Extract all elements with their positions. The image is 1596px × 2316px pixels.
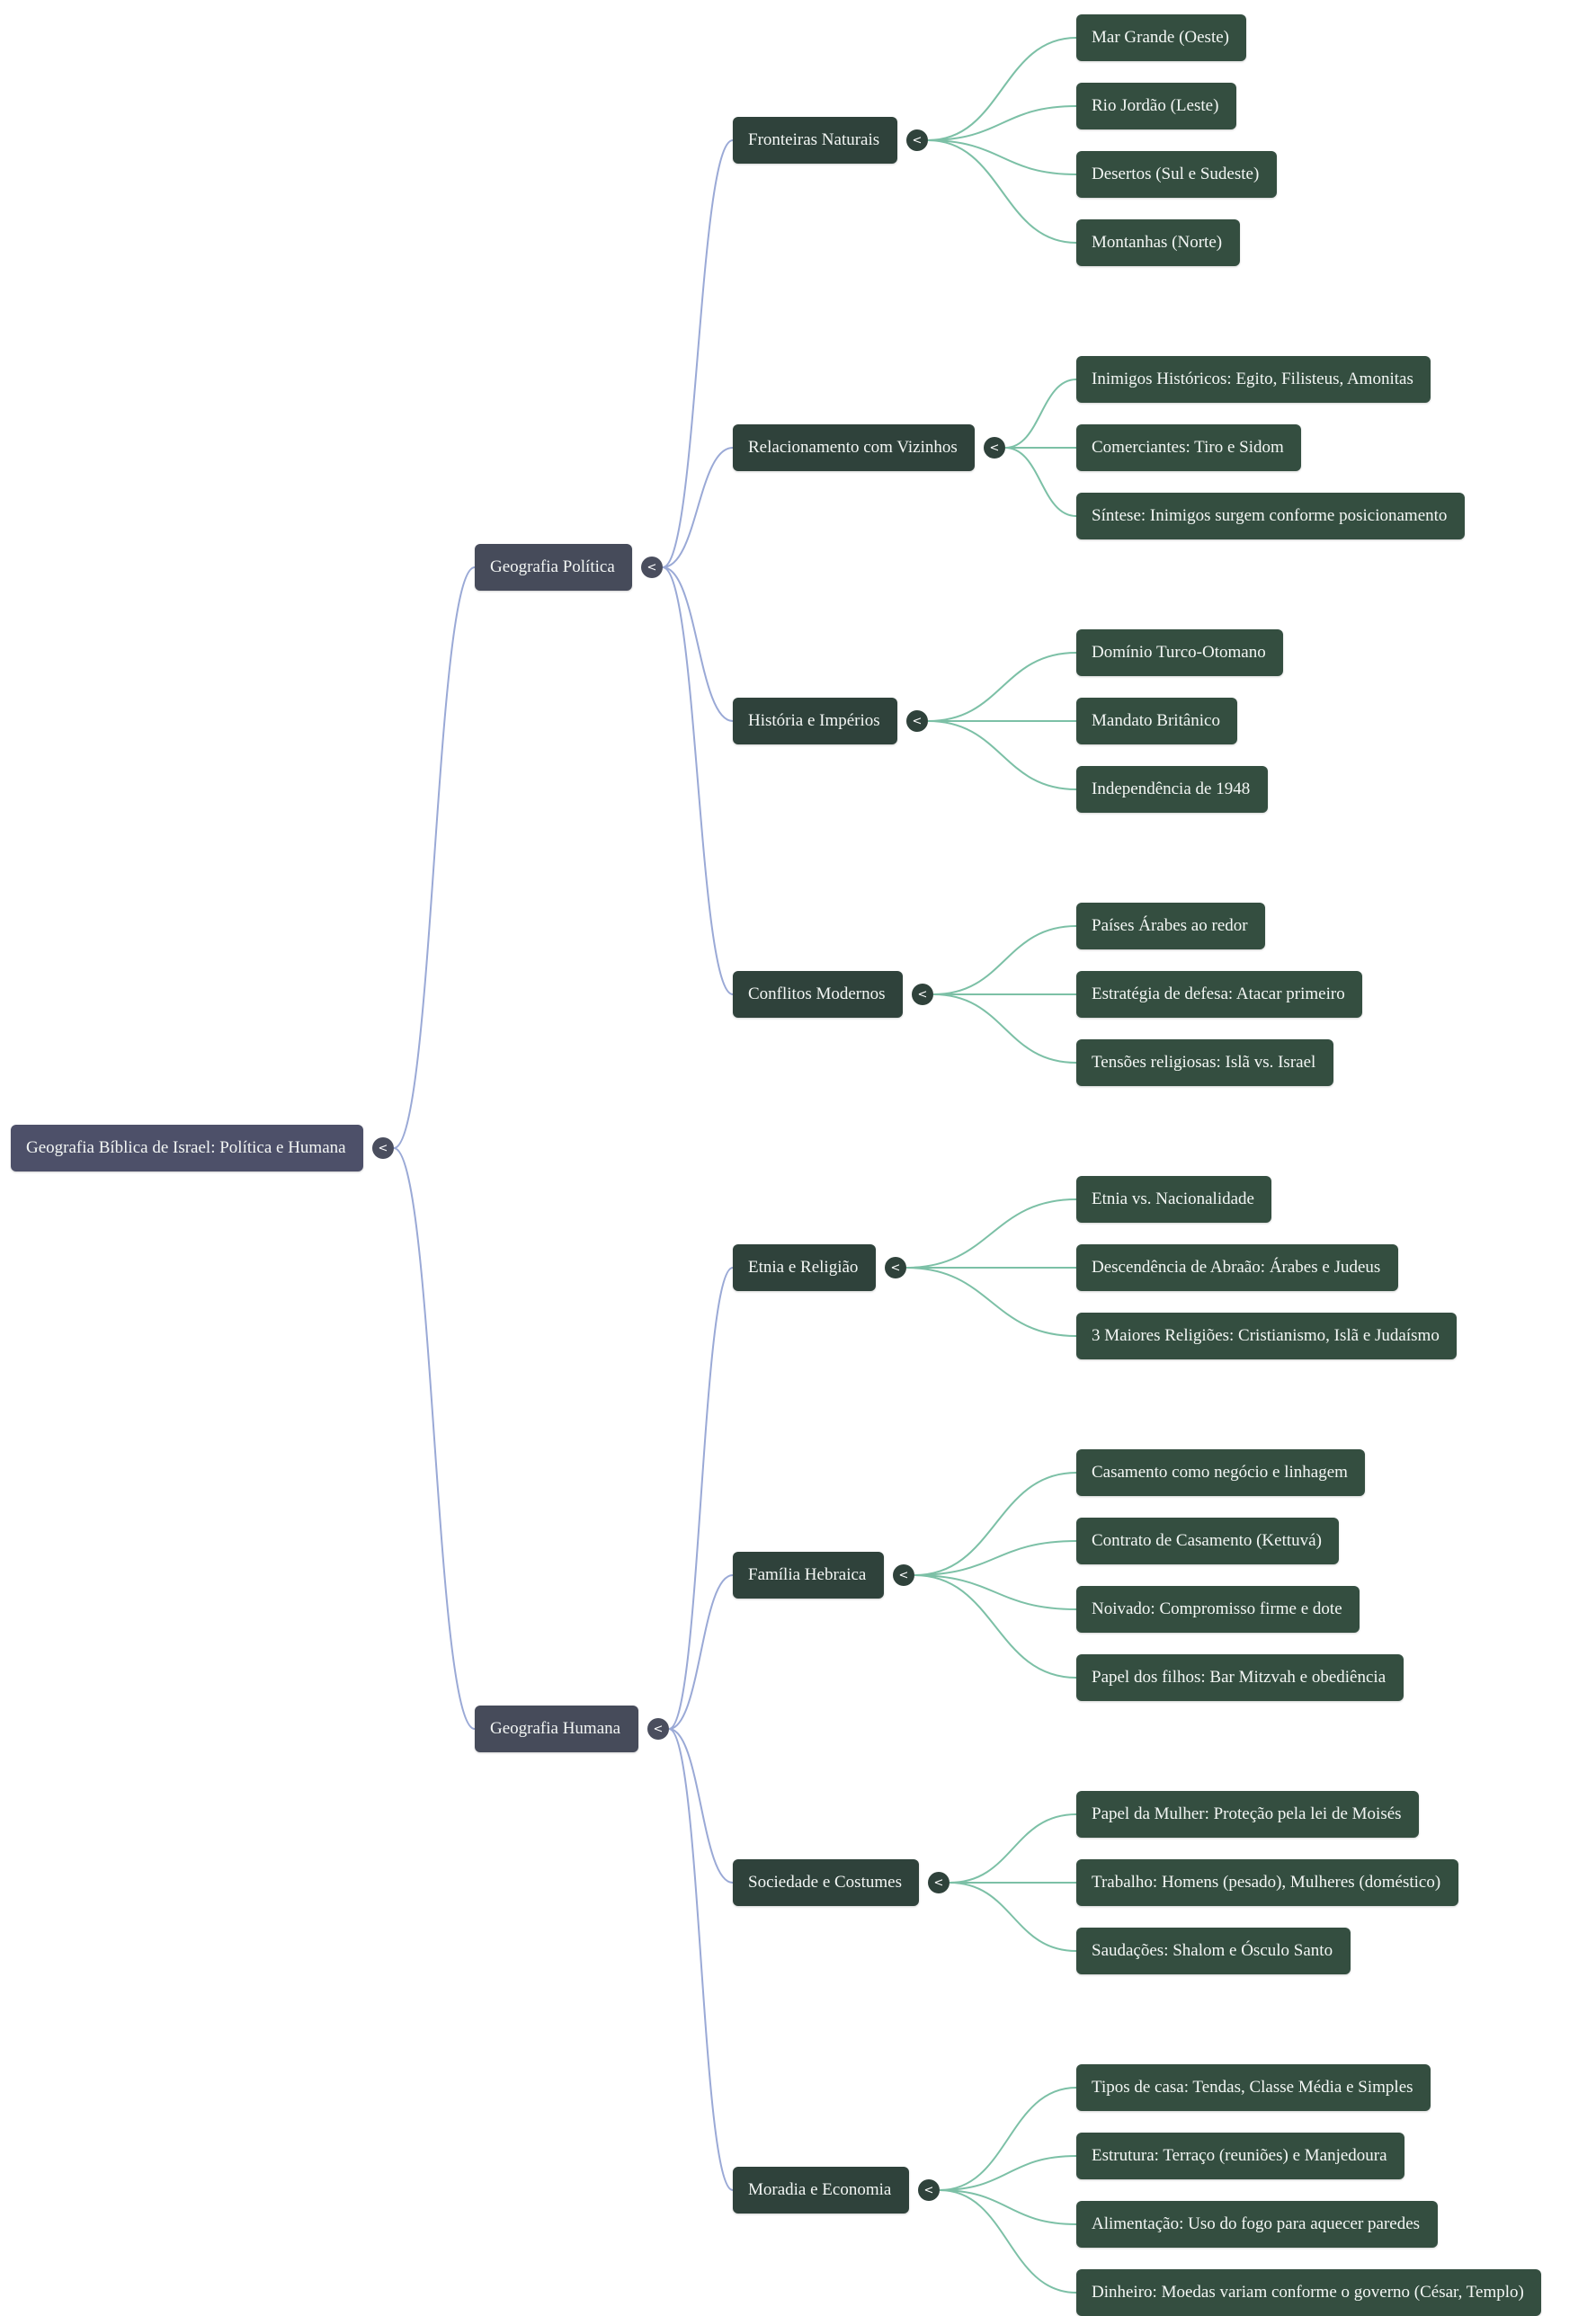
leaf-node[interactable]: Independência de 1948 <box>1076 766 1268 813</box>
topic-sociedade-e-costumes[interactable]: Sociedade e Costumes <box>733 1859 919 1906</box>
connector-line <box>668 1728 734 1884</box>
root-toggle-icon[interactable]: < <box>372 1137 394 1159</box>
connector-line <box>393 566 476 1149</box>
topic-historia-e-imperios[interactable]: História e Impérios <box>733 698 897 744</box>
connector-line <box>932 925 1077 995</box>
leaf-node[interactable]: Países Árabes ao redor <box>1076 903 1265 949</box>
leaf-node[interactable]: Inimigos Históricos: Egito, Filisteus, A… <box>1076 356 1431 403</box>
leaf-node[interactable]: Papel da Mulher: Proteção pela lei de Mo… <box>1076 1791 1419 1838</box>
branch-geografia-politica[interactable]: Geografia Política <box>475 544 632 591</box>
leaf-node[interactable]: Papel dos filhos: Bar Mitzvah e obediênc… <box>1076 1654 1404 1701</box>
connector-line <box>668 1574 734 1730</box>
topic-moradia-e-economia[interactable]: Moradia e Economia <box>733 2167 909 2214</box>
leaf-node[interactable]: Mar Grande (Oeste) <box>1076 14 1246 61</box>
connector-line <box>927 720 1077 790</box>
leaf-node[interactable]: Alimentação: Uso do fogo para aquecer pa… <box>1076 2201 1438 2248</box>
topic-toggle-icon[interactable]: < <box>928 1872 950 1893</box>
topic-toggle-icon[interactable]: < <box>885 1257 906 1278</box>
leaf-node[interactable]: Montanhas (Norte) <box>1076 219 1240 266</box>
leaf-node[interactable]: Tipos de casa: Tendas, Classe Média e Si… <box>1076 2064 1431 2111</box>
leaf-node[interactable]: Etnia vs. Nacionalidade <box>1076 1176 1271 1223</box>
connector-line <box>927 139 1077 175</box>
connector-line <box>662 566 734 722</box>
connector-line <box>1004 379 1077 449</box>
connector-line <box>932 993 1077 1064</box>
leaf-node[interactable]: Rio Jordão (Leste) <box>1076 83 1236 129</box>
leaf-node[interactable]: Dinheiro: Moedas variam conforme o gover… <box>1076 2269 1541 2316</box>
connector-line <box>905 1267 1077 1337</box>
connector-line <box>914 1540 1077 1576</box>
connector-line <box>1004 447 1077 517</box>
connector-line <box>939 2189 1077 2225</box>
connector-line <box>939 2189 1077 2294</box>
leaf-node[interactable]: Desertos (Sul e Sudeste) <box>1076 151 1277 198</box>
connector-line <box>393 1147 476 1730</box>
topic-toggle-icon[interactable]: < <box>918 2179 940 2201</box>
connector-line <box>662 447 734 568</box>
topic-familia-hebraica[interactable]: Família Hebraica <box>733 1552 884 1599</box>
topic-toggle-icon[interactable]: < <box>906 129 928 151</box>
topic-toggle-icon[interactable]: < <box>984 437 1005 459</box>
leaf-node[interactable]: Descendência de Abraão: Árabes e Judeus <box>1076 1244 1398 1291</box>
connector-line <box>662 139 734 568</box>
connector-line <box>914 1574 1077 1610</box>
topic-conflitos-modernos[interactable]: Conflitos Modernos <box>733 971 903 1018</box>
leaf-node[interactable]: Trabalho: Homens (pesado), Mulheres (dom… <box>1076 1859 1458 1906</box>
connector-line <box>914 1472 1077 1576</box>
leaf-node[interactable]: Tensões religiosas: Islã vs. Israel <box>1076 1039 1333 1086</box>
leaf-node[interactable]: Comerciantes: Tiro e Sidom <box>1076 424 1301 471</box>
leaf-node[interactable]: Casamento como negócio e linhagem <box>1076 1449 1365 1496</box>
connector-line <box>914 1574 1077 1679</box>
connector-line <box>668 1267 734 1730</box>
leaf-node[interactable]: 3 Maiores Religiões: Cristianismo, Islã … <box>1076 1313 1457 1359</box>
branch-toggle-icon[interactable]: < <box>647 1718 669 1740</box>
connector-line <box>668 1728 734 2191</box>
topic-fronteiras-naturais[interactable]: Fronteiras Naturais <box>733 117 897 164</box>
connector-line <box>927 139 1077 244</box>
connector-line <box>662 566 734 995</box>
leaf-node[interactable]: Mandato Britânico <box>1076 698 1237 744</box>
branch-toggle-icon[interactable]: < <box>641 557 663 578</box>
connector-line <box>927 37 1077 141</box>
connector-line <box>949 1882 1077 1952</box>
topic-toggle-icon[interactable]: < <box>906 710 928 732</box>
connector-line <box>939 2087 1077 2191</box>
connector-line <box>927 105 1077 141</box>
root-topic[interactable]: Geografia Bíblica de Israel: Política e … <box>11 1125 363 1171</box>
topic-relacionamento-com-vizinhos[interactable]: Relacionamento com Vizinhos <box>733 424 975 471</box>
connector-line <box>939 2155 1077 2191</box>
topic-toggle-icon[interactable]: < <box>912 984 933 1005</box>
leaf-node[interactable]: Noivado: Compromisso firme e dote <box>1076 1586 1360 1633</box>
leaf-node[interactable]: Domínio Turco-Otomano <box>1076 629 1283 676</box>
topic-toggle-icon[interactable]: < <box>893 1564 914 1586</box>
leaf-node[interactable]: Estrutura: Terraço (reuniões) e Manjedou… <box>1076 2133 1404 2179</box>
leaf-node[interactable]: Saudações: Shalom e Ósculo Santo <box>1076 1928 1351 1974</box>
leaf-node[interactable]: Síntese: Inimigos surgem conforme posici… <box>1076 493 1465 539</box>
leaf-node[interactable]: Contrato de Casamento (Kettuvá) <box>1076 1518 1339 1564</box>
topic-etnia-e-religiao[interactable]: Etnia e Religião <box>733 1244 876 1291</box>
leaf-node[interactable]: Estratégia de defesa: Atacar primeiro <box>1076 971 1362 1018</box>
connector-line <box>927 652 1077 722</box>
connector-line <box>905 1198 1077 1269</box>
branch-geografia-humana[interactable]: Geografia Humana <box>475 1706 638 1752</box>
connector-line <box>949 1813 1077 1884</box>
